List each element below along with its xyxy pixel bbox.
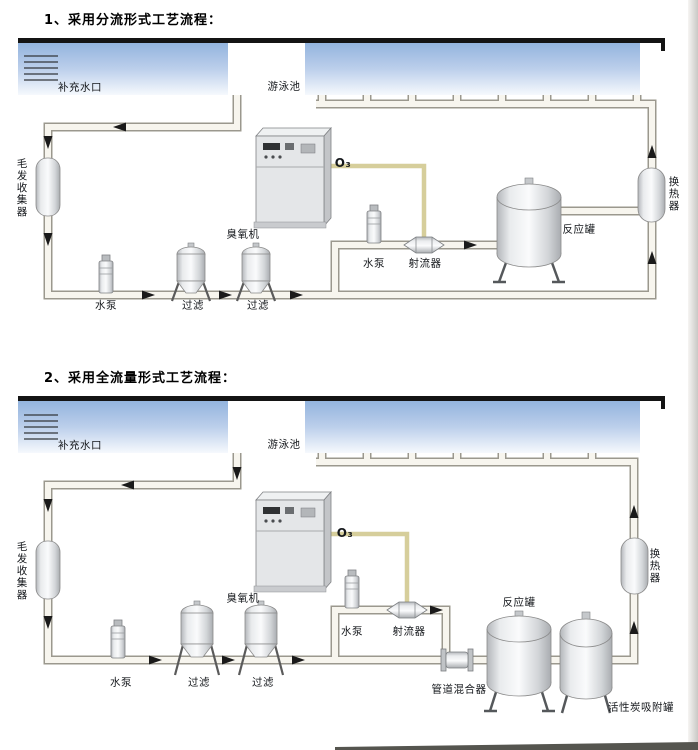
d1-ozone-generator — [253, 126, 332, 229]
d2-filter-1 — [173, 600, 221, 676]
diagram2-title: 2、采用全流量形式工艺流程： — [44, 371, 237, 386]
d1-pool-left — [18, 43, 228, 95]
d1-pool-label: 游泳池 — [267, 80, 301, 93]
scan-edge-right — [688, 0, 698, 750]
d2-ozone-generator-label: 臭氧机 — [226, 592, 260, 605]
d2-ejector-label: 射流器 — [392, 625, 426, 638]
d2-reaction-tank — [484, 610, 555, 713]
d2-hair-collector-label: 毛发收集器 — [15, 541, 28, 601]
d2-booster-pump-label: 水泵 — [341, 625, 363, 638]
d2-makeup-inlet-label: 补充水口 — [58, 439, 102, 452]
diagram1-title: 1、采用分流形式工艺流程： — [44, 13, 223, 28]
d1-filter2-label: 过滤 — [247, 299, 269, 312]
d1-flow-arrows — [43, 122, 657, 300]
scan-edge-bottom — [335, 742, 698, 750]
d2-ozone-gas-line — [329, 531, 410, 604]
d1-hair-collector — [35, 157, 61, 217]
d2-hair-collector — [35, 540, 61, 600]
d2-flow-arrows — [43, 467, 639, 665]
d2-reaction-tank-label: 反应罐 — [502, 596, 536, 609]
d2-inlet-grate-icon — [24, 414, 58, 440]
d2-pool-label: 游泳池 — [267, 438, 301, 451]
d2-heat-exchanger-label: 换热器 — [648, 548, 661, 584]
d1-ozone-generator-label: 臭氧机 — [226, 228, 260, 241]
d1-ozone-gas-line — [329, 163, 427, 239]
d2-main-pump-label: 水泵 — [110, 676, 132, 689]
d1-main-pump — [98, 254, 114, 294]
diagram1-graphics — [18, 38, 666, 302]
d1-filter-2 — [235, 242, 277, 302]
d1-reaction-tank — [493, 177, 565, 284]
d1-main-pump-label: 水泵 — [95, 299, 117, 312]
d2-main-pump — [110, 619, 126, 659]
d2-heat-exchanger — [620, 537, 649, 595]
d2-pool-right — [305, 401, 640, 453]
d1-filter1-label: 过滤 — [182, 299, 204, 312]
d2-ozone-gas-label: O₃ — [336, 526, 354, 540]
d2-filter2-label: 过滤 — [252, 676, 274, 689]
d1-booster-pump — [366, 204, 382, 244]
d1-ejector-label: 射流器 — [408, 257, 442, 270]
d1-filter-1 — [170, 242, 212, 302]
d1-makeup-inlet-label: 补充水口 — [58, 81, 102, 94]
d2-pipeline-mixer — [440, 648, 474, 672]
d1-inlet-grate-icon — [24, 55, 58, 81]
d1-heat-exchanger-label: 换热器 — [667, 176, 680, 212]
diagram2-graphics — [18, 396, 665, 714]
d1-heat-exchanger — [637, 167, 666, 223]
d1-pipes-fill — [45, 95, 655, 298]
d2-carbon-tank — [559, 611, 613, 714]
d1-ozone-gas-label: O₃ — [334, 156, 352, 170]
d2-booster-pump — [344, 569, 360, 609]
d1-reaction-tank-label: 反应罐 — [562, 223, 596, 236]
d1-ejector — [403, 236, 445, 254]
d1-pool-right — [305, 43, 640, 95]
d2-ejector — [386, 601, 428, 619]
d1-booster-pump-label: 水泵 — [363, 257, 385, 270]
d2-pipeline-mixer-label: 管道混合器 — [431, 683, 487, 696]
d2-filter1-label: 过滤 — [188, 676, 210, 689]
d2-ozone-generator — [253, 490, 332, 593]
d2-filter-2 — [237, 600, 285, 676]
d1-hair-collector-label: 毛发收集器 — [15, 158, 28, 218]
d2-carbon-tank-label: 活性炭吸附罐 — [608, 701, 674, 714]
